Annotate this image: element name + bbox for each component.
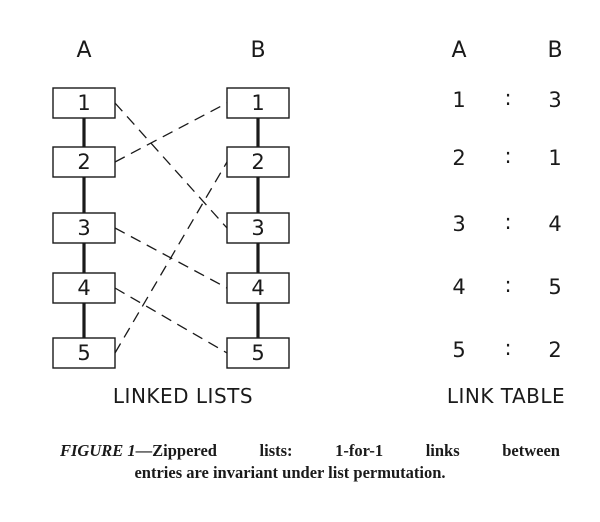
row-a-value: 3 [452, 212, 465, 236]
row-a-value: 1 [452, 88, 465, 112]
list-a-node-box [52, 212, 116, 244]
linked-lists-caption: LINKED LISTS [113, 384, 253, 408]
caption-line-2: entries are invariant under list permuta… [134, 463, 446, 482]
list-a-node-label: 3 [77, 216, 90, 240]
cross-links [114, 102, 228, 354]
row-separator: : [504, 273, 511, 297]
row-b-value: 4 [548, 212, 561, 236]
list-b-node-box [226, 212, 290, 244]
link-table-row: 4: 5 [452, 273, 561, 299]
list-a-node: 3 [52, 212, 116, 244]
list-b-node: 4 [226, 272, 290, 304]
list-a-node-label: 2 [77, 150, 90, 174]
list-b-node: 5 [226, 337, 290, 369]
cross-link [114, 102, 228, 229]
caption-word: —Zippered [135, 441, 217, 460]
caption-word: lists: [259, 441, 293, 460]
caption-word: between [502, 441, 560, 460]
list-b-node-box [226, 146, 290, 178]
list-a-header: A [76, 38, 91, 63]
row-b-value: 3 [548, 88, 561, 112]
list-a: 1 2 3 4 5 [52, 87, 116, 369]
row-b-value: 5 [548, 275, 561, 299]
zippered-lists-diagram: A B 1 2 3 4 5 1 2 3 4 5 LINKED LISTS A B 1: 3 2: 1 3… [52, 38, 565, 408]
link-table-row: 5: 2 [452, 336, 561, 362]
list-a-node-box [52, 146, 116, 178]
row-a-value: 2 [452, 146, 465, 170]
caption-word: 1-for-1 [335, 441, 384, 460]
list-b-node-label: 3 [251, 216, 264, 240]
list-a-node-box [52, 87, 116, 119]
link-table-row: 3: 4 [452, 210, 561, 236]
link-table-rows: 1: 3 2: 1 3: 4 4: 5 5: 2 [452, 86, 561, 362]
cross-link [114, 102, 228, 163]
row-separator: : [504, 210, 511, 234]
link-table-caption: LINK TABLE [447, 384, 565, 408]
list-b: 1 2 3 4 5 [226, 87, 290, 369]
row-b-value: 2 [548, 338, 561, 362]
list-b-node-box [226, 272, 290, 304]
link-table-row: 2: 1 [452, 144, 561, 170]
row-separator: : [504, 336, 511, 360]
figure-caption: FIGURE 1—Zippered lists: 1-for-1 links b… [60, 440, 560, 484]
list-a-node: 4 [52, 272, 116, 304]
list-a-node: 2 [52, 146, 116, 178]
row-b-value: 1 [548, 146, 561, 170]
cross-link [114, 287, 228, 354]
link-table-row: 1: 3 [452, 86, 561, 112]
list-b-header: B [250, 38, 265, 63]
list-a-node-label: 5 [77, 341, 90, 365]
table-header-b: B [547, 38, 562, 63]
caption-word: links [425, 441, 460, 460]
row-a-value: 4 [452, 275, 465, 299]
row-a-value: 5 [452, 338, 465, 362]
list-b-node: 2 [226, 146, 290, 178]
list-b-node-label: 4 [251, 276, 264, 300]
figure-label: FIGURE 1 [60, 441, 136, 460]
list-a-node-label: 1 [77, 91, 90, 115]
caption-segment: FIGURE 1—Zippered [60, 440, 217, 462]
list-b-node: 1 [226, 87, 290, 119]
list-a-node-box [52, 272, 116, 304]
list-a-node: 1 [52, 87, 116, 119]
list-a-node: 5 [52, 337, 116, 369]
list-b-node: 3 [226, 212, 290, 244]
table-header-a: A [451, 38, 466, 63]
list-b-node-label: 1 [251, 91, 264, 115]
caption-line-1: FIGURE 1—Zippered lists: 1-for-1 links b… [60, 440, 560, 462]
list-a-node-box [52, 337, 116, 369]
cross-link [114, 161, 228, 354]
list-b-node-label: 2 [251, 150, 264, 174]
list-b-node-box [226, 337, 290, 369]
row-separator: : [504, 144, 511, 168]
list-b-node-box [226, 87, 290, 119]
list-a-node-label: 4 [77, 276, 90, 300]
list-b-node-label: 5 [251, 341, 264, 365]
row-separator: : [504, 86, 511, 110]
